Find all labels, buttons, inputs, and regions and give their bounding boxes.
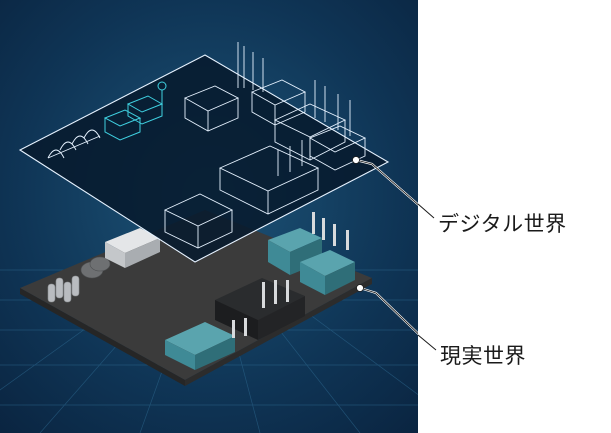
digital-world-label: デジタル世界: [438, 208, 567, 238]
real-world-label: 現実世界: [440, 340, 526, 370]
